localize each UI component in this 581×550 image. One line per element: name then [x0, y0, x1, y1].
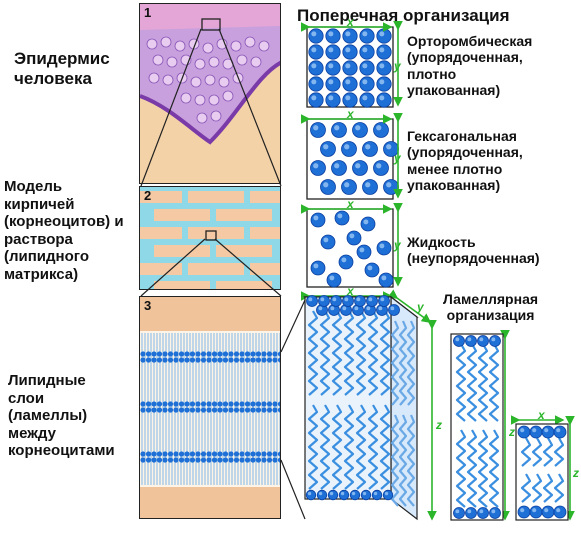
axis-z-4: z — [436, 418, 442, 432]
axis-x-6: x — [538, 408, 545, 422]
lamellar-column-1 — [450, 333, 504, 521]
axis-y-2: y — [394, 151, 401, 165]
lipid-layers-label: Липидные слои (ламеллы) между корнеоцита… — [8, 372, 115, 460]
panel-number-3: 3 — [144, 298, 152, 313]
brick-model-panel: 2 — [139, 186, 281, 290]
lamellar-block — [303, 295, 419, 521]
panel-number-2: 2 — [144, 188, 152, 203]
transverse-title: Поперечная организация — [297, 6, 510, 25]
lipid-layers-panel: 3 — [139, 296, 281, 519]
epidermis-panel: 1 — [139, 3, 281, 184]
panel-number-1: 1 — [144, 5, 152, 20]
orthorhombic-packing — [306, 26, 394, 108]
axis-z-6: z — [573, 466, 579, 480]
brick-illustration — [140, 191, 280, 289]
epidermis-label: Эпидермис человека — [14, 49, 110, 88]
axis-z-5: z — [509, 425, 515, 439]
epidermis-illustration — [140, 4, 280, 145]
hexagonal-packing — [306, 118, 399, 200]
axis-x-2: x — [347, 107, 354, 121]
orthorhombic-label: Орторомбическая (упорядоченная, плотно у… — [407, 33, 533, 99]
axis-y-3: y — [394, 238, 401, 252]
lamellar-label: Ламеллярная организация — [443, 291, 539, 324]
lamellar-column-2 — [515, 423, 569, 521]
axis-y-4: y — [417, 300, 424, 314]
axis-x-3: x — [347, 197, 354, 211]
axis-x-1: x — [347, 15, 354, 29]
liquid-label: Жидкость (неупорядоченная) — [407, 234, 540, 267]
axis-x-4: x — [347, 284, 354, 298]
axis-y-1: y — [394, 59, 401, 73]
brick-model-label: Модель кирпичей (корнеоцитов) и раствора… — [4, 178, 124, 283]
lipid-layers-illustration — [140, 297, 280, 518]
liquid-packing — [306, 208, 394, 288]
hexagonal-label: Гексагональная (упорядоченная, менее пло… — [407, 128, 523, 194]
